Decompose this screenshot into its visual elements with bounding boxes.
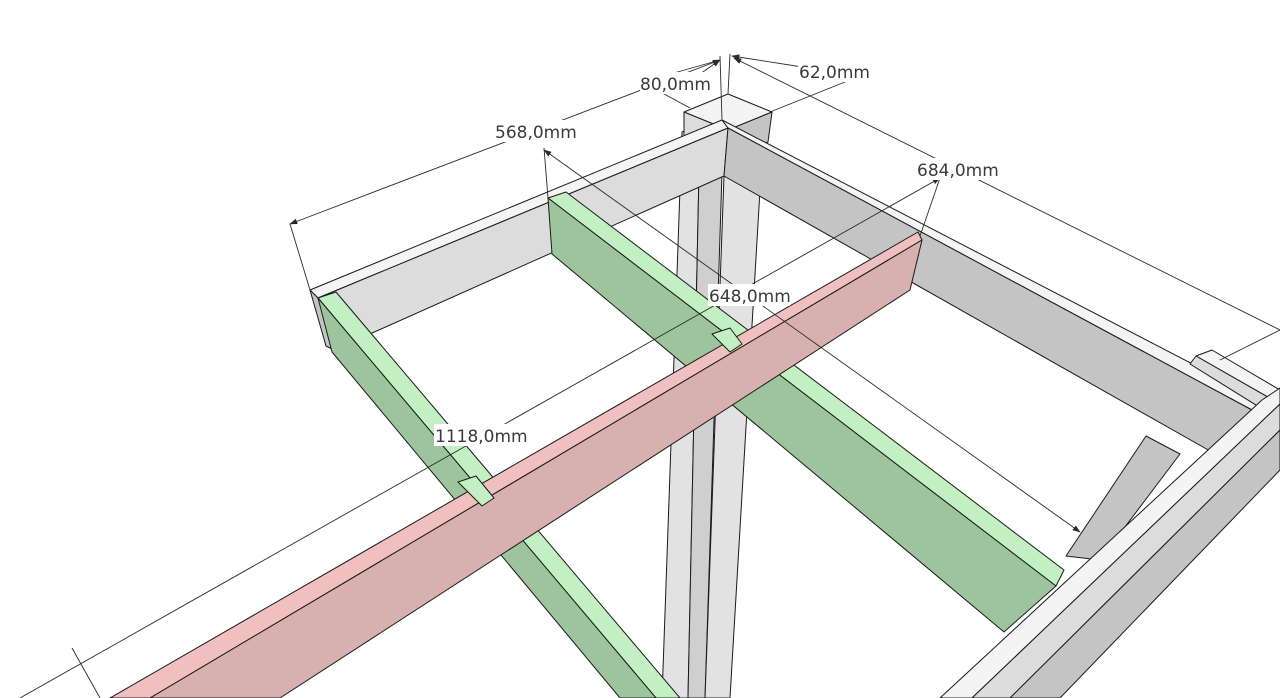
dim-80-bg	[640, 72, 708, 94]
dim-648-label: 648,0mm	[709, 287, 791, 307]
dim-62-ext	[727, 53, 731, 95]
dim-684-label: 684,0mm	[917, 161, 999, 181]
front-rail-face	[1009, 429, 1280, 698]
dim-648-ext-a	[543, 147, 549, 199]
dim-568-ext-b	[719, 55, 723, 121]
dimension-labels: 568,0mm 80,0mm 62,0mm 684,0mm 648,0mm 11…	[434, 60, 999, 447]
dim-568-bg	[494, 120, 576, 142]
red-beam[interactable]	[109, 231, 923, 698]
front-rail-side	[971, 403, 1280, 698]
front-rail-top	[939, 387, 1280, 698]
dim-62-label: 62,0mm	[799, 63, 870, 83]
dim-568-ext-a	[289, 223, 311, 291]
red-beam-top	[109, 231, 923, 698]
dim-684-bg	[916, 158, 998, 180]
green-front-over	[457, 475, 495, 507]
dim-80-label: 80,0mm	[640, 75, 711, 95]
dim-648-bg	[708, 284, 790, 306]
dim-1118-ext-b	[71, 647, 101, 698]
dim-80-arrow	[699, 59, 721, 75]
dim-1118-label: 1118,0mm	[435, 427, 528, 447]
dim-684-ext	[1219, 329, 1280, 361]
dim-62-bg	[798, 60, 868, 82]
red-beam-side	[149, 239, 923, 698]
frame-rail-front-right[interactable]	[939, 387, 1280, 698]
dim-1118-bg	[434, 424, 526, 446]
dim-568-label: 568,0mm	[495, 123, 577, 143]
dim-648-line	[543, 149, 1081, 533]
dim-1118-ext	[919, 177, 941, 237]
green-rear-top	[547, 191, 1065, 587]
